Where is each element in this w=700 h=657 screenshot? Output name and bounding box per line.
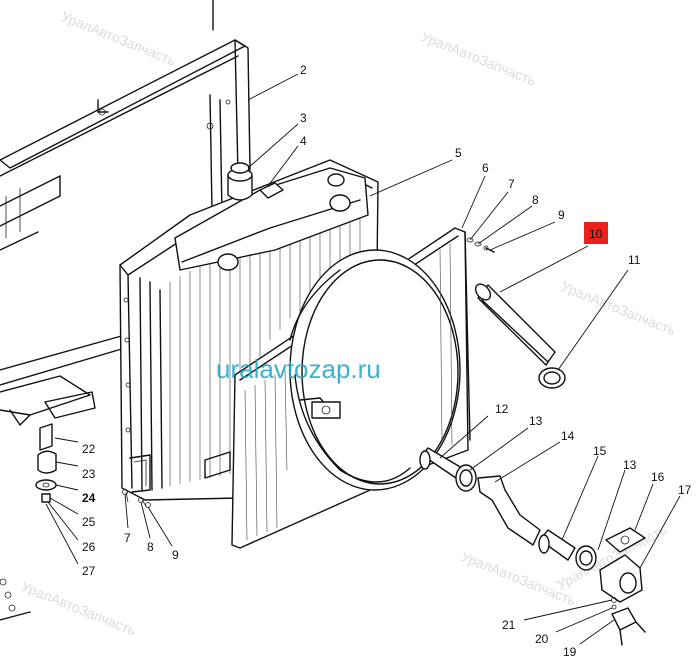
callout-24: 24 xyxy=(82,491,96,505)
callout-13: 13 xyxy=(623,458,637,472)
callout-7: 7 xyxy=(508,177,515,191)
callout-3: 3 xyxy=(300,111,307,125)
callout-4: 4 xyxy=(300,134,307,148)
callout-19: 19 xyxy=(563,645,577,657)
callout-15: 15 xyxy=(593,444,607,458)
leader-lines xyxy=(45,73,681,645)
callout-17: 17 xyxy=(678,483,692,497)
callout-10-highlight xyxy=(584,222,608,244)
background-watermark: УралАвтоЗапчасть xyxy=(419,28,538,89)
callout-11: 11 xyxy=(628,253,641,267)
gasket xyxy=(605,527,646,553)
callout-10: 10 xyxy=(589,227,603,241)
callout-23: 23 xyxy=(82,467,96,481)
hose-clamp xyxy=(538,367,566,389)
callout-8: 8 xyxy=(147,540,154,554)
shroud-fins xyxy=(244,243,453,541)
background-watermark: УралАвтоЗапчасть xyxy=(59,8,178,69)
callout-13: 13 xyxy=(529,414,543,428)
site-watermark: uralavtozap.ru xyxy=(216,354,381,384)
fasteners-top xyxy=(466,237,495,253)
callout-20: 20 xyxy=(535,632,549,646)
callout-21: 21 xyxy=(502,618,516,632)
background-watermark: УралАвтоЗапчасть xyxy=(19,578,138,639)
mounting-parts xyxy=(0,423,151,621)
callout-9: 9 xyxy=(558,208,565,222)
callout-5: 5 xyxy=(455,146,462,160)
hoses xyxy=(419,283,646,646)
callouts: 2 3 4 5 6 7 8 9 10 11 12 13 14 15 13 16 … xyxy=(82,63,692,657)
fan-shroud xyxy=(231,227,471,549)
callout-9: 9 xyxy=(172,548,179,562)
callout-12: 12 xyxy=(495,402,509,416)
callout-2: 2 xyxy=(300,63,307,77)
callout-25: 25 xyxy=(82,515,96,529)
callout-6: 6 xyxy=(482,161,489,175)
callout-27: 27 xyxy=(82,564,96,578)
callout-26: 26 xyxy=(82,540,96,554)
callout-16: 16 xyxy=(651,470,665,484)
drain-valve xyxy=(611,607,637,631)
hose-clamp xyxy=(455,464,477,492)
callout-7: 7 xyxy=(124,531,131,545)
callout-14: 14 xyxy=(561,429,575,443)
callout-8: 8 xyxy=(532,193,539,207)
bent-pipe xyxy=(477,475,541,546)
callout-22: 22 xyxy=(82,442,96,456)
background-watermark: УралАвтоЗапчасть xyxy=(559,278,678,339)
